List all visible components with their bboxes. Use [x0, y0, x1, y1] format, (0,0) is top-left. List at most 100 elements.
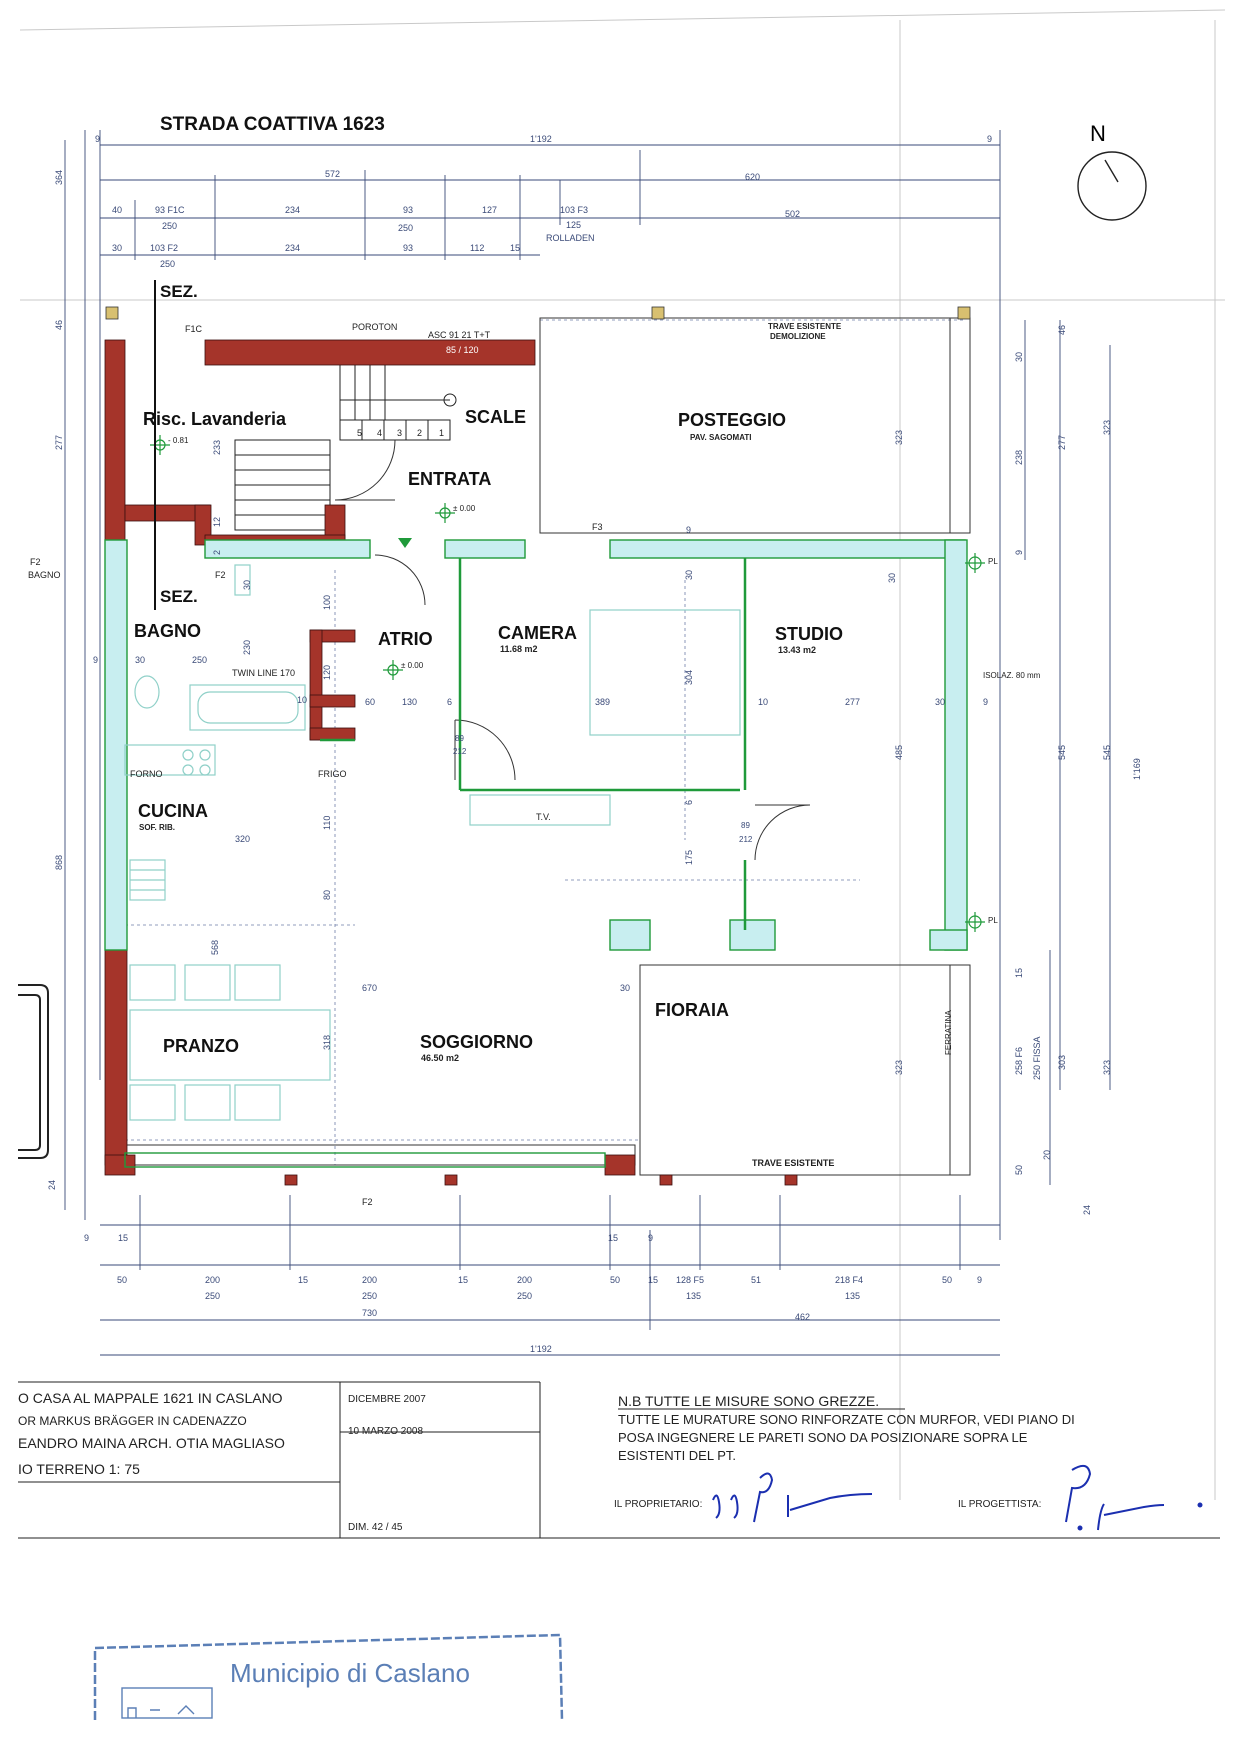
dim-in-30b: 30: [135, 655, 145, 665]
door-2-width: 89: [741, 821, 750, 830]
dim-bot-250a: 250: [205, 1291, 220, 1301]
dimensions-inner: 233 12 2 30 100 230 250 30 9 120 10 60 1…: [93, 430, 988, 1050]
doors: [334, 439, 811, 861]
dim-bot-51: 51: [751, 1275, 761, 1285]
dim-top-40: 40: [112, 205, 122, 215]
dim-top-103f2: 103 F2: [150, 243, 178, 253]
note-line-1: N.B TUTTE LE MISURE SONO GREZZE.: [618, 1393, 879, 1409]
room-cucina-sub: SOF. RIB.: [139, 823, 175, 832]
pl-label-2: PL: [988, 916, 998, 925]
ferratina-label: FERRATINA: [944, 1010, 953, 1055]
trave-esistente: TRAVE ESISTENTE: [752, 1158, 834, 1168]
dim-right-1169: 1'169: [1132, 758, 1142, 780]
dim-right-238: 238: [1014, 450, 1024, 465]
dim-top-93: 93: [403, 205, 413, 215]
level-label-2: ± 0.00: [453, 504, 476, 513]
dim-top-103f3: 103 F3: [560, 205, 588, 215]
door-2-height: 212: [739, 835, 753, 844]
dim-right-20: 20: [1042, 1150, 1052, 1160]
dim-bot-15e: 15: [648, 1275, 658, 1285]
dim-left-24: 24: [47, 1180, 57, 1190]
dim-in-30e: 30: [620, 983, 630, 993]
dim-in-670: 670: [362, 983, 377, 993]
dim-left-364: 364: [54, 170, 64, 185]
asc-label: ASC 91 21 T+T: [428, 330, 491, 340]
dim-right-545a: 545: [1057, 745, 1067, 760]
dimension-lines: [64, 130, 1111, 1356]
dim-top-250c: 250: [160, 259, 175, 269]
dim-in-12: 12: [212, 517, 222, 527]
dim-left-277: 277: [54, 435, 64, 450]
dimensions-top: 1'192 9 9 572 620 40 93 F1C 234 93 127 1…: [95, 134, 992, 269]
dim-top-right-9: 9: [987, 134, 992, 144]
dim-right-50: 50: [1014, 1165, 1024, 1175]
title-line-1: O CASA AL MAPPALE 1621 IN CASLANO: [18, 1390, 283, 1406]
dim-bot-462: 462: [795, 1312, 810, 1322]
dim-right-303: 303: [1057, 1055, 1067, 1070]
dim-in-568: 568: [210, 940, 220, 955]
dim-bot-15a: 15: [118, 1233, 128, 1243]
dim-bot-9c: 9: [977, 1275, 982, 1285]
dim-in-6a: 6: [447, 697, 452, 707]
dim-bot-9b: 9: [648, 1233, 653, 1243]
dim-right-323a: 323: [1102, 420, 1112, 435]
dim-right-46: 46: [1057, 325, 1067, 335]
dim-in-30a: 30: [242, 580, 252, 590]
room-camera: CAMERA: [498, 623, 577, 643]
stair-step-2: 2: [417, 428, 422, 438]
f2-small-label: F2: [215, 570, 226, 580]
dim-in-80: 80: [322, 890, 332, 900]
columns: [105, 306, 971, 320]
stair-step-4: 4: [377, 428, 382, 438]
walls-interior: [320, 558, 747, 930]
entrance-arrow-icon: [398, 538, 412, 548]
dim-right-9: 9: [1014, 550, 1024, 555]
dim-top-left-9: 9: [95, 134, 100, 144]
room-pranzo: PRANZO: [163, 1036, 239, 1056]
north-label: N: [1090, 121, 1106, 146]
dim-bot-135a: 135: [686, 1291, 701, 1301]
dimensions-left: 364 46 277 868 24: [47, 170, 64, 1190]
dim-in-320: 320: [235, 834, 250, 844]
trave-demolizione-2: DEMOLIZIONE: [770, 332, 826, 341]
dim-right-258f6: 258 F6: [1014, 1047, 1024, 1075]
level-markers: [150, 435, 985, 932]
edge-fragment: [18, 984, 49, 1159]
dim-in-30d: 30: [684, 570, 694, 580]
north-arrow-icon: [1077, 151, 1147, 221]
dim-top-234: 234: [285, 205, 300, 215]
dim-right-15: 15: [1014, 968, 1024, 978]
dim-bot-15b: 15: [608, 1233, 618, 1243]
door-1-height: 212: [453, 747, 467, 756]
room-soggiorno: SOGGIORNO: [420, 1032, 533, 1052]
room-studio: STUDIO: [775, 624, 843, 644]
title-line-2: OR MARKUS BRÄGGER IN CADENAZZO: [18, 1414, 247, 1428]
municipal-stamp: [93, 1633, 564, 1721]
f2-bottom-label: F2: [362, 1197, 373, 1207]
level-label-3: ± 0.00: [401, 661, 424, 670]
dim-in-233: 233: [212, 440, 222, 455]
dim-in-2: 2: [212, 550, 222, 555]
dim-bot-250c: 250: [517, 1291, 532, 1301]
dim-top-620: 620: [745, 172, 760, 182]
dim-in-318: 318: [322, 1035, 332, 1050]
room-camera-area: 11.68 m2: [500, 644, 538, 654]
dim-bot-50c: 50: [942, 1275, 952, 1285]
dim-top-234b: 234: [285, 243, 300, 253]
asc-size: 85 / 120: [446, 345, 479, 355]
note-line-3: POSA INGEGNERE LE PARETI SONO DA POSIZIO…: [618, 1430, 1028, 1445]
proprietario-label: IL PROPRIETARIO:: [614, 1499, 702, 1510]
f2-bagno-label-2: BAGNO: [28, 570, 61, 580]
dim-top-30: 30: [112, 243, 122, 253]
interior-lines: [125, 319, 965, 1165]
dim-in-304: 304: [684, 670, 694, 685]
dim-in-323: 323: [894, 430, 904, 445]
dim-top-125: 125: [566, 220, 581, 230]
dim-right-30: 30: [1014, 352, 1024, 362]
dim-in-110: 110: [322, 816, 332, 830]
dim-in-130: 130: [402, 697, 417, 707]
dim-bot-218f4: 218 F4: [835, 1275, 863, 1285]
room-cucina: CUCINA: [138, 801, 208, 821]
dim-top-93b: 93: [403, 243, 413, 253]
dim-in-30f: 30: [887, 573, 897, 583]
